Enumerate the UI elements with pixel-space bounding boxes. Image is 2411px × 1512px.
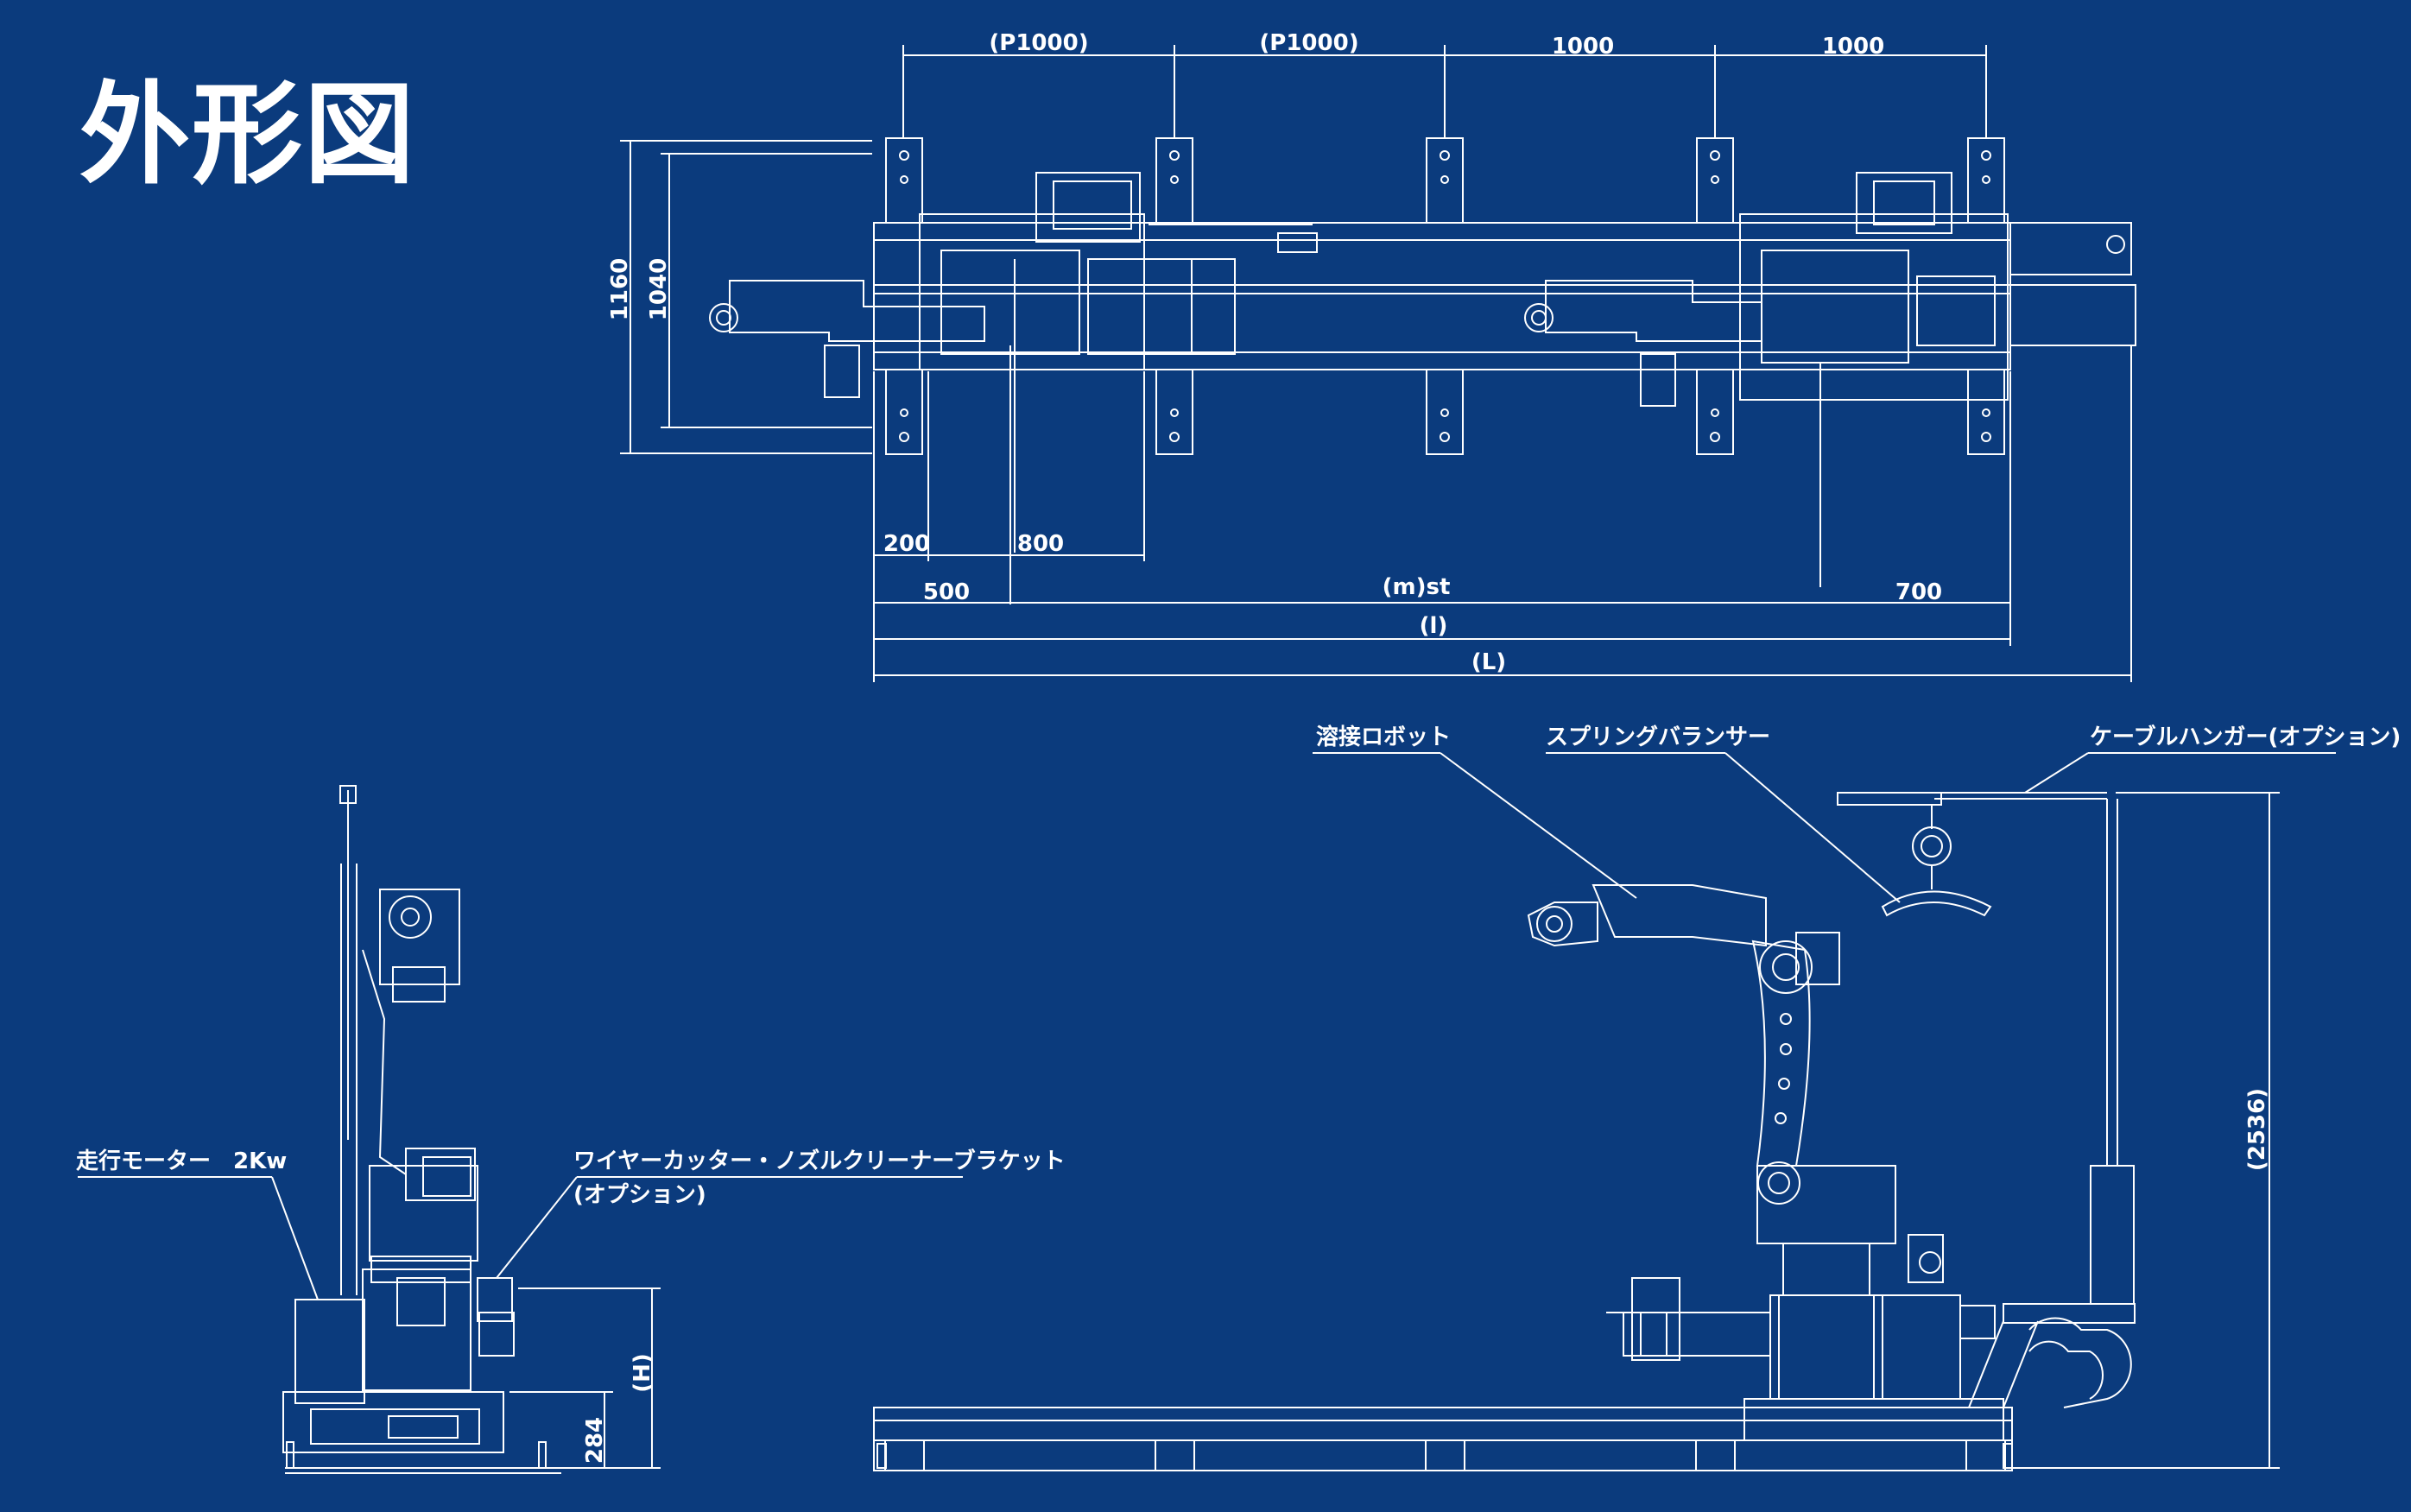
label-robot: 溶接ロボット (1316, 724, 1451, 750)
dim-length-l: (l) (1420, 613, 1448, 639)
dim-700: 700 (1895, 579, 1942, 605)
dim-pitch-2: (P1000) (1259, 30, 1358, 56)
dim-height-base: 284 (582, 1417, 608, 1464)
page-title: 外形図 (79, 71, 417, 199)
label-hanger: ケーブルハンガー(オプション) (2090, 724, 2401, 750)
dim-200: 200 (883, 531, 930, 557)
dim-800: 800 (1017, 531, 1064, 557)
dim-width-outer: 1160 (607, 258, 633, 320)
dim-width-inner: 1040 (646, 258, 672, 320)
dim-height-H: (H) (630, 1353, 655, 1393)
side-view-left: (H) 284 (78, 785, 963, 1474)
label-motor: 走行モーター 2Kw (76, 1148, 287, 1174)
label-wire-cutter-option: (オプション) (573, 1182, 706, 1208)
dim-pitch-4: 1000 (1822, 34, 1884, 60)
dim-height-total: (2536) (2244, 1088, 2270, 1171)
label-wire-cutter: ワイヤーカッター・ノズルクリーナーブラケット (573, 1148, 1066, 1174)
dim-pitch-1: (P1000) (989, 30, 1088, 56)
dim-500: 500 (923, 579, 970, 605)
label-balancer: スプリングバランサー (1546, 724, 1770, 750)
dim-pitch-3: 1000 (1552, 34, 1614, 60)
dim-length-L: (L) (1471, 649, 1506, 675)
front-view-right: (2536) (873, 752, 2336, 1471)
robot-top-right (1524, 172, 2136, 587)
dim-stroke: (m)st (1383, 574, 1451, 600)
base-pads (885, 137, 2005, 455)
robot-top-left (709, 172, 1318, 553)
top-view: (P1000) (P1000) 1000 1000 1160 1040 (607, 30, 2136, 682)
